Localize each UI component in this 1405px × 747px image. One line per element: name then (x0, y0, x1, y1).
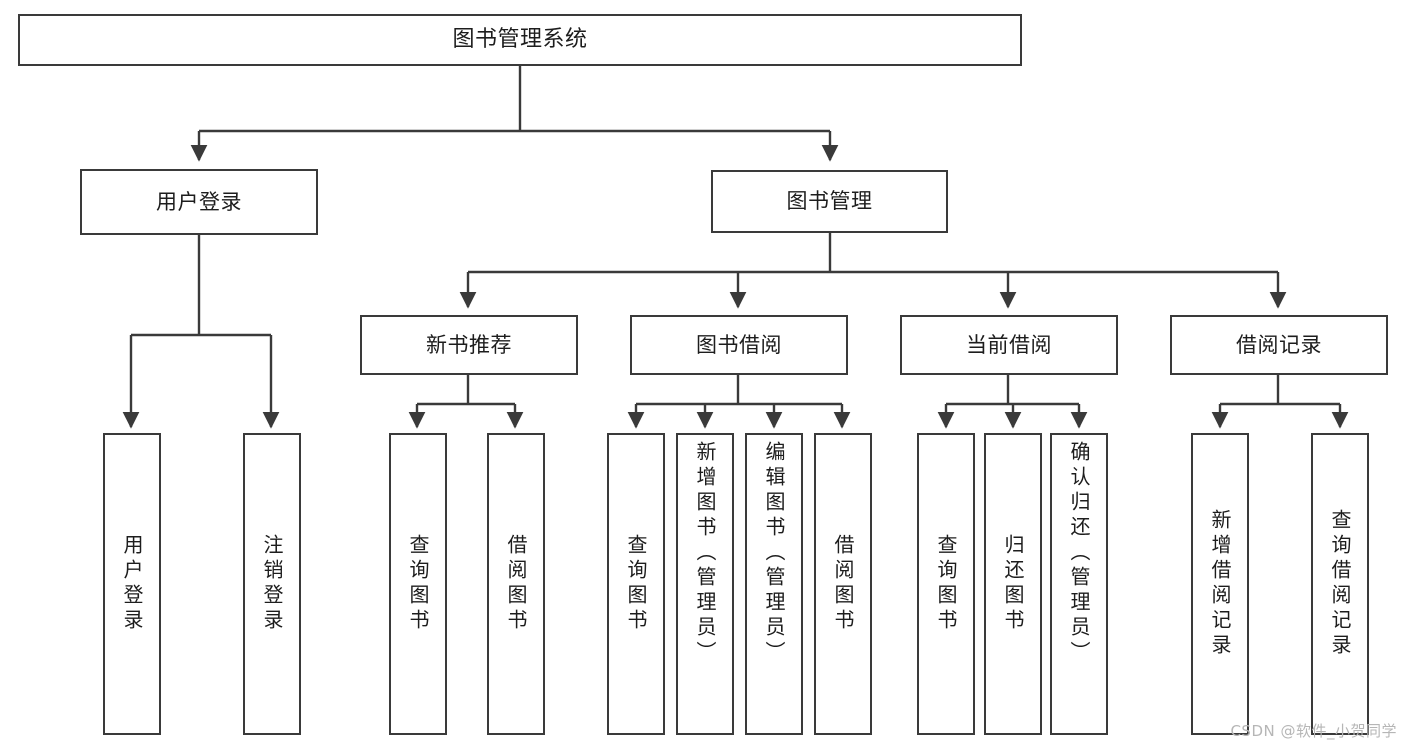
node-label: 查询图书 (406, 534, 430, 634)
node-label: 借阅图书 (831, 534, 855, 634)
node-label: 图书借阅 (696, 332, 782, 357)
node-label: 新增借阅记录 (1208, 509, 1232, 659)
leaf-query-book-borrow[interactable]: 查询图书 (607, 433, 665, 735)
node-new-book-recommendation[interactable]: 新书推荐 (360, 315, 578, 375)
leaf-add-book-admin[interactable]: 新增图书（管理员） (676, 433, 734, 735)
leaf-query-borrow-record[interactable]: 查询借阅记录 (1311, 433, 1369, 735)
node-label: 用户登录 (120, 534, 144, 634)
node-current-borrow[interactable]: 当前借阅 (900, 315, 1118, 375)
node-book-management[interactable]: 图书管理 (711, 170, 948, 233)
node-label: 当前借阅 (966, 332, 1052, 357)
node-label: 编辑图书（管理员） (762, 441, 786, 666)
node-book-borrow[interactable]: 图书借阅 (630, 315, 848, 375)
node-label: 借阅图书 (504, 534, 528, 634)
node-borrow-record[interactable]: 借阅记录 (1170, 315, 1388, 375)
leaf-return-book[interactable]: 归还图书 (984, 433, 1042, 735)
node-user-login[interactable]: 用户登录 (80, 169, 318, 235)
node-label: 归还图书 (1001, 534, 1025, 634)
node-root-book-management-system[interactable]: 图书管理系统 (18, 14, 1022, 66)
node-label: 新书推荐 (426, 332, 512, 357)
leaf-query-book-current[interactable]: 查询图书 (917, 433, 975, 735)
node-label: 查询图书 (624, 534, 648, 634)
csdn-watermark: CSDN @软件_小贺同学 (1230, 722, 1397, 740)
leaf-add-borrow-record[interactable]: 新增借阅记录 (1191, 433, 1249, 735)
leaf-confirm-return-admin[interactable]: 确认归还（管理员） (1050, 433, 1108, 735)
leaf-borrow-book[interactable]: 借阅图书 (814, 433, 872, 735)
node-label: 图书管理 (786, 189, 873, 214)
node-label: 借阅记录 (1236, 332, 1322, 357)
node-label: 注销登录 (260, 534, 284, 634)
node-label: 查询图书 (934, 534, 958, 634)
node-label: 用户登录 (156, 189, 242, 214)
node-label: 查询借阅记录 (1328, 509, 1352, 659)
leaf-edit-book-admin[interactable]: 编辑图书（管理员） (745, 433, 803, 735)
node-label: 新增图书（管理员） (693, 441, 717, 666)
leaf-logout[interactable]: 注销登录 (243, 433, 301, 735)
node-label: 确认归还（管理员） (1067, 441, 1091, 666)
leaf-borrow-book-newrec[interactable]: 借阅图书 (487, 433, 545, 735)
leaf-user-login[interactable]: 用户登录 (103, 433, 161, 735)
leaf-query-book-newrec[interactable]: 查询图书 (389, 433, 447, 735)
node-label: 图书管理系统 (452, 26, 588, 52)
